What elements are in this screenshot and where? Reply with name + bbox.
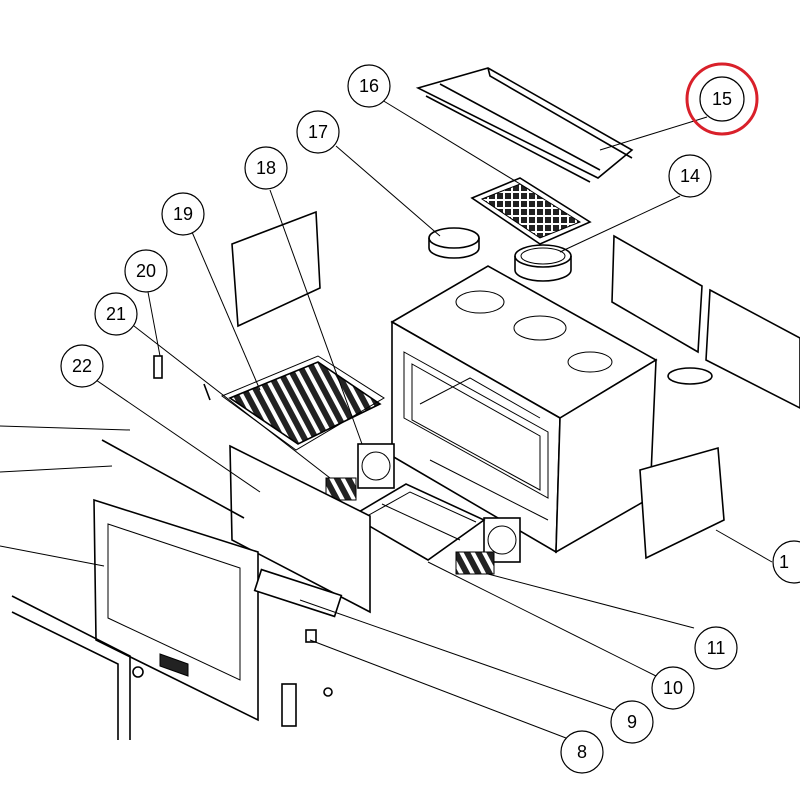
part-16-grille: [470, 177, 592, 245]
svg-text:9: 9: [627, 712, 637, 732]
svg-text:8: 8: [577, 742, 587, 762]
svg-text:10: 10: [663, 678, 683, 698]
svg-text:21: 21: [106, 304, 126, 324]
callout-11: 11: [694, 626, 738, 670]
part-19-grate: [220, 355, 385, 451]
firebox-body: [390, 265, 658, 554]
svg-text:19: 19: [173, 204, 193, 224]
callout-1: 1: [772, 540, 800, 584]
callout-21: 21: [94, 292, 138, 336]
callout-19: 19: [161, 192, 205, 236]
callout-14: 14: [668, 154, 712, 198]
svg-text:14: 14: [680, 166, 700, 186]
callout-9: 9: [610, 700, 654, 744]
door-frame: [93, 498, 259, 722]
svg-text:18: 18: [256, 158, 276, 178]
part-17-ring-collar: [428, 227, 480, 259]
callout-18: 18: [244, 146, 288, 190]
svg-text:16: 16: [359, 76, 379, 96]
svg-text:22: 22: [72, 356, 92, 376]
callout-15: 15: [685, 62, 759, 136]
part-11-vents: [325, 477, 495, 575]
callout-22: 22: [60, 344, 104, 388]
svg-text:20: 20: [136, 261, 156, 281]
small-ring: [667, 367, 713, 385]
callout-20: 20: [124, 249, 168, 293]
callout-17: 17: [296, 110, 340, 154]
fan-units: [357, 443, 521, 563]
part-14-flue-collar: [514, 244, 572, 282]
callout-8: 8: [560, 730, 604, 774]
side-panels-right: [611, 234, 800, 560]
part-10-ash-tray: [350, 483, 486, 561]
svg-text:1: 1: [779, 552, 789, 572]
small-hardware: [101, 355, 343, 727]
svg-text:11: 11: [707, 638, 726, 658]
callout-10: 10: [651, 666, 695, 710]
svg-text:15: 15: [712, 89, 732, 109]
part-15-deflector-plate: [415, 67, 634, 183]
part-18-side-panel: [231, 210, 321, 328]
callout-16: 16: [347, 64, 391, 108]
leader-lines: [0, 99, 773, 739]
svg-text:17: 17: [308, 122, 328, 142]
outer-door: [11, 595, 131, 740]
part-22-glass-panel: [229, 444, 371, 614]
